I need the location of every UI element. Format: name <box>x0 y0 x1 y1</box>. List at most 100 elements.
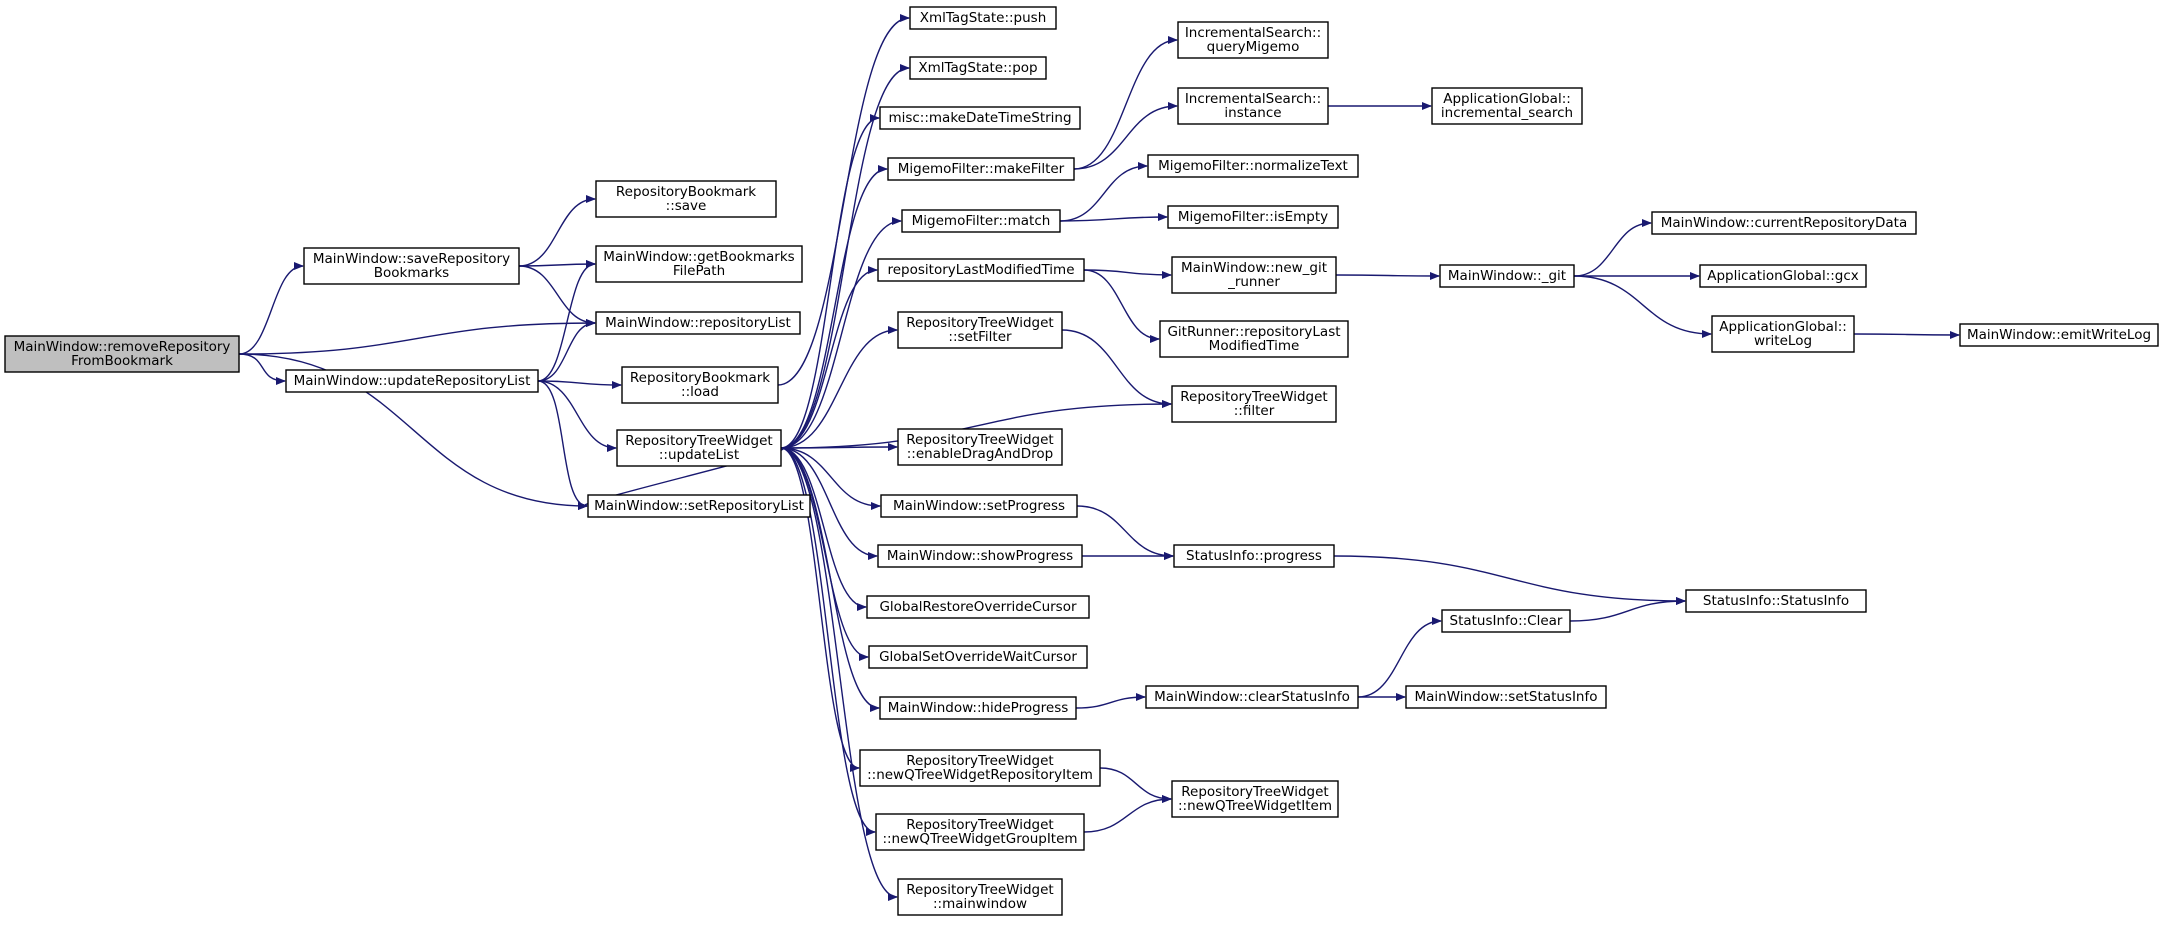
node-box <box>1441 609 1571 633</box>
node-label: RepositoryTreeWidget <box>1181 784 1328 800</box>
node-global-restore[interactable]: GlobalRestoreOverrideCursor <box>866 595 1090 619</box>
node-is-instance[interactable]: IncrementalSearch::instance <box>1177 87 1329 125</box>
node-si-status-info[interactable]: StatusInfo::StatusInfo <box>1685 589 1867 613</box>
node-label: writeLog <box>1754 333 1812 349</box>
edge-ag-write-log-to-emit-write-log <box>1853 330 1960 339</box>
node-label: GlobalSetOverrideWaitCursor <box>879 649 1077 665</box>
node-mainwindow[interactable]: RepositoryTreeWidget::mainwindow <box>897 878 1063 916</box>
node-set-repo-list[interactable]: MainWindow::setRepositoryList <box>587 494 811 518</box>
node-label: XmlTagState::push <box>920 10 1047 26</box>
node-match[interactable]: MigemoFilter::match <box>901 209 1061 233</box>
node-box <box>621 366 779 404</box>
edge-mw-git-to-curr-repo-data <box>1573 219 1652 277</box>
edge-si-progress-to-si-status-info <box>1333 555 1686 605</box>
node-box <box>1439 264 1575 288</box>
node-label: ::save <box>666 198 707 214</box>
node-label: ApplicationGlobal::gcx <box>1707 268 1859 284</box>
edge-si-clear-to-si-status-info <box>1569 597 1686 622</box>
node-label: ::mainwindow <box>933 896 1027 912</box>
edge-hide-progress-to-clear-status-info <box>1075 693 1146 709</box>
node-label: MainWindow::setProgress <box>893 498 1065 514</box>
node-label: queryMigemo <box>1207 39 1300 55</box>
node-clear-status-info[interactable]: MainWindow::clearStatusInfo <box>1145 685 1359 709</box>
node-label: MigemoFilter::match <box>912 213 1051 229</box>
node-label: MainWindow::showProgress <box>887 548 1073 564</box>
node-box <box>868 645 1088 669</box>
node-label: ::newQTreeWidgetItem <box>1178 798 1332 814</box>
node-xml-push[interactable]: XmlTagState::push <box>909 6 1057 30</box>
node-mw-git[interactable]: MainWindow::_git <box>1439 264 1575 288</box>
edge-rtw-update-to-new-group-item <box>780 447 876 836</box>
node-rtw-dn-d[interactable]: RepositoryTreeWidget::enableDragAndDrop <box>897 428 1063 466</box>
node-box <box>595 245 803 283</box>
node-box <box>909 6 1057 30</box>
node-label: MainWindow::setRepositoryList <box>594 498 804 514</box>
node-label: RepositoryTreeWidget <box>625 433 772 449</box>
node-si-progress[interactable]: StatusInfo::progress <box>1173 544 1335 568</box>
node-rtw-filter[interactable]: RepositoryTreeWidget::filter <box>1171 385 1337 423</box>
node-ag-inc-search[interactable]: ApplicationGlobal::incremental_search <box>1431 87 1583 125</box>
edge-rtw-update-to-rtw-set-filter <box>780 326 898 449</box>
node-box <box>897 428 1063 466</box>
node-label: ::filter <box>1234 403 1275 419</box>
node-new-repo-item[interactable]: RepositoryTreeWidget::newQTreeWidgetRepo… <box>859 749 1101 787</box>
node-label: RepositoryTreeWidget <box>906 432 1053 448</box>
node-gr-last-mod[interactable]: GitRunner::repositoryLastModifiedTime <box>1159 320 1349 358</box>
node-box <box>866 595 1090 619</box>
node-rtw-set-filter[interactable]: RepositoryTreeWidget::setFilter <box>897 311 1063 349</box>
node-label: MainWindow::emitWriteLog <box>1967 327 2151 343</box>
node-box <box>901 209 1061 233</box>
node-ag-gcx[interactable]: ApplicationGlobal::gcx <box>1699 264 1867 288</box>
node-box <box>879 696 1077 720</box>
node-rb-load[interactable]: RepositoryBookmark::load <box>621 366 779 404</box>
node-curr-repo-data[interactable]: MainWindow::currentRepositoryData <box>1651 211 1917 235</box>
node-xml-pop[interactable]: XmlTagState::pop <box>909 56 1047 80</box>
node-box <box>4 335 240 373</box>
node-new-qtwitem[interactable]: RepositoryTreeWidget::newQTreeWidgetItem <box>1171 780 1339 818</box>
edge-rtw-update-to-new-repo-item <box>780 447 860 772</box>
node-set-status-info[interactable]: MainWindow::setStatusInfo <box>1405 685 1607 709</box>
node-ag-write-log[interactable]: ApplicationGlobal::writeLog <box>1711 315 1855 353</box>
edge-repo-last-mod-to-new-git-runner <box>1083 269 1172 279</box>
node-is-empty[interactable]: MigemoFilter::isEmpty <box>1167 205 1339 229</box>
node-label: incremental_search <box>1441 105 1573 121</box>
node-upd-repo-list[interactable]: MainWindow::updateRepositoryList <box>285 369 539 393</box>
node-query-migemo[interactable]: IncrementalSearch::queryMigemo <box>1177 21 1329 59</box>
node-make-filter[interactable]: MigemoFilter::makeFilter <box>887 157 1075 181</box>
node-label: MainWindow::_git <box>1448 268 1566 284</box>
node-global-set-wait[interactable]: GlobalSetOverrideWaitCursor <box>868 645 1088 669</box>
node-emit-write-log[interactable]: MainWindow::emitWriteLog <box>1959 323 2159 347</box>
node-label: StatusInfo::StatusInfo <box>1703 593 1849 609</box>
node-rtw-update[interactable]: RepositoryTreeWidget::updateList <box>616 429 782 467</box>
edge-rtw-update-to-global-restore <box>780 447 867 611</box>
node-box <box>1147 154 1359 178</box>
edge-rtw-update-to-make-filter <box>780 165 888 449</box>
node-set-progress[interactable]: MainWindow::setProgress <box>880 494 1078 518</box>
node-label: MainWindow::currentRepositoryData <box>1661 215 1908 231</box>
node-label: instance <box>1224 105 1281 121</box>
node-box <box>587 494 811 518</box>
node-hide-progress[interactable]: MainWindow::hideProgress <box>879 696 1077 720</box>
edge-layer <box>238 14 1960 901</box>
node-label: ::updateList <box>659 447 739 463</box>
node-make-dt[interactable]: misc::makeDateTimeString <box>879 106 1081 130</box>
node-box <box>1171 780 1339 818</box>
node-label: IncrementalSearch:: <box>1185 91 1321 107</box>
node-show-progress[interactable]: MainWindow::showProgress <box>877 544 1083 568</box>
node-repo-list[interactable]: MainWindow::repositoryList <box>595 311 801 335</box>
node-rb-save[interactable]: RepositoryBookmark::save <box>595 180 777 218</box>
edge-new-repo-item-to-new-qtwitem <box>1099 767 1172 803</box>
node-normalize-text[interactable]: MigemoFilter::normalizeText <box>1147 154 1359 178</box>
node-repo-last-mod[interactable]: repositoryLastModifiedTime <box>877 258 1085 282</box>
edge-match-to-normalize-text <box>1059 162 1148 222</box>
node-new-group-item[interactable]: RepositoryTreeWidget::newQTreeWidgetGrou… <box>875 813 1085 851</box>
node-new-git-runner[interactable]: MainWindow::new_git_runner <box>1171 256 1337 294</box>
edge-make-filter-to-query-migemo <box>1073 36 1178 170</box>
node-si-clear[interactable]: StatusInfo::Clear <box>1441 609 1571 633</box>
edge-root-to-save-repo-bm <box>238 262 304 355</box>
node-box <box>1685 589 1867 613</box>
node-label: StatusInfo::Clear <box>1450 613 1563 629</box>
